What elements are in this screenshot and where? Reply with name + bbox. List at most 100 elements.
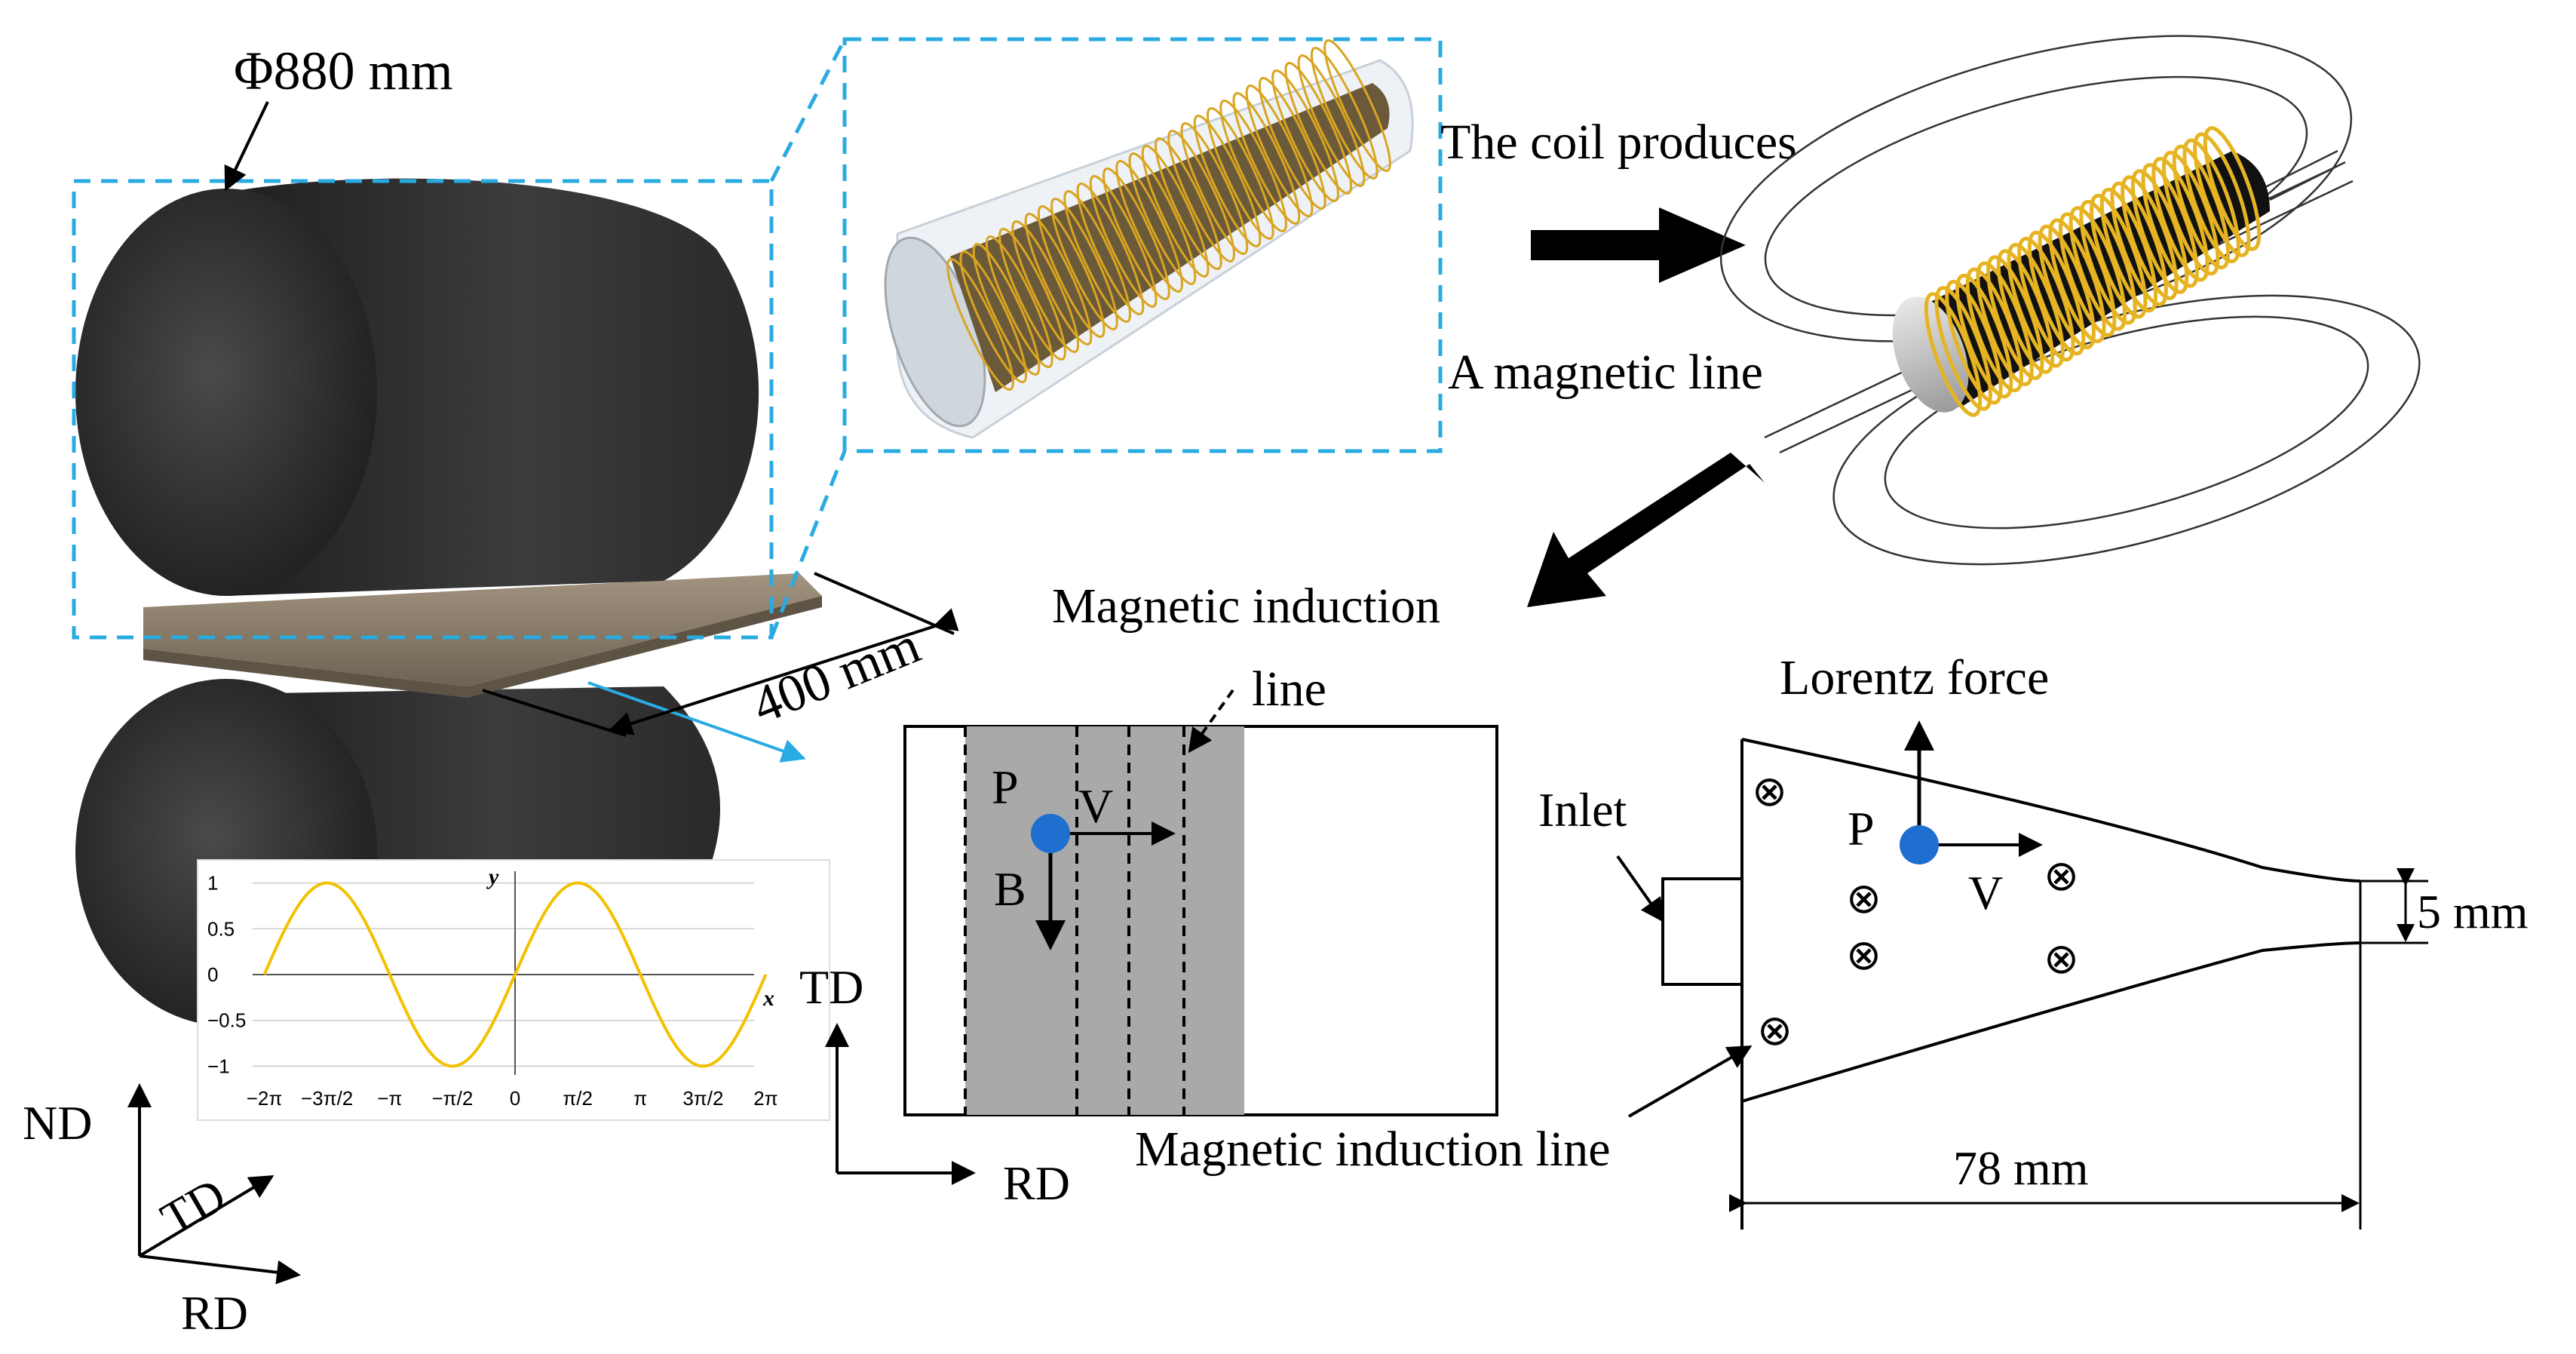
sine-x-tick-label: 0 xyxy=(510,1087,520,1110)
sine-x-tick-label: −3π/2 xyxy=(301,1087,353,1110)
axis-td-label: TD xyxy=(152,1168,235,1246)
plan-induction-leader xyxy=(1188,689,1234,754)
coil-produces-label: The coil produces xyxy=(1440,115,1797,170)
main-coil-turns xyxy=(1924,126,2262,417)
metal-strip xyxy=(143,573,822,698)
zoom-connector-bottom xyxy=(769,450,847,638)
coil-turn xyxy=(1050,198,1118,330)
axis-rd-label: RD xyxy=(181,1286,248,1340)
field-into-page-symbol: ⊗ xyxy=(2044,935,2079,982)
coil-turn xyxy=(2130,169,2189,294)
magnetic-line-label: A magnetic line xyxy=(1448,345,1763,400)
plan-induction-lines xyxy=(964,726,1185,1115)
coil-turn xyxy=(985,235,1053,368)
deformation-zone-band xyxy=(965,726,1244,1115)
coil-turn xyxy=(2017,236,2075,362)
coil-turn xyxy=(1141,145,1210,278)
coil-turn xyxy=(2058,212,2117,337)
coil-turn xyxy=(1193,115,1262,247)
sine-x-tick-label: −π xyxy=(377,1087,402,1110)
zoom-connector-top xyxy=(769,38,847,183)
coil-turn xyxy=(1076,183,1145,315)
coil-turn xyxy=(1297,54,1366,187)
coil-turn xyxy=(2203,126,2262,251)
coil-turn xyxy=(972,243,1041,376)
upper-roll-contour xyxy=(1741,738,2361,883)
inlet-label: Inlet xyxy=(1538,783,1627,837)
coil-turn xyxy=(2079,200,2137,325)
inlet-nozzle xyxy=(1661,877,1743,986)
sine-x-tick-label: −2π xyxy=(247,1087,283,1110)
gap-label: 5 mm xyxy=(2417,885,2528,938)
plan-induction-label-line1: Magnetic induction xyxy=(1052,579,1440,634)
side-velocity-label: V xyxy=(1968,866,2003,920)
coil-turn xyxy=(2193,132,2251,257)
coil-turn xyxy=(1102,167,1170,300)
plan-particle-label: P xyxy=(992,760,1019,814)
coil-turn xyxy=(1024,213,1093,345)
big-arrow-right xyxy=(1531,207,1746,283)
field-into-page-symbol: ⊗ xyxy=(2044,852,2079,899)
coil-turn xyxy=(2182,138,2240,264)
length-label: 78 mm xyxy=(1953,1141,2089,1195)
coil-turn xyxy=(1180,122,1249,255)
coil-turn xyxy=(2162,150,2220,276)
coil-turn xyxy=(2038,224,2096,350)
inlet-leader xyxy=(1616,855,1665,923)
coil-turn xyxy=(2110,181,2168,307)
coil-turn xyxy=(1167,130,1235,263)
sine-x-tick-label: π/2 xyxy=(563,1087,593,1110)
coil-turn xyxy=(1955,273,2013,399)
bottom-induction-label: Magnetic induction line xyxy=(1135,1122,1611,1177)
plan-td-label: TD xyxy=(799,960,863,1014)
sine-x-tick-label: 2π xyxy=(753,1087,777,1110)
coil-turn xyxy=(1063,190,1132,323)
coil-turn xyxy=(2068,206,2127,331)
sine-y-tick-label: 0 xyxy=(207,963,218,986)
side-particle-p xyxy=(1900,825,1939,864)
coil-with-field-lines xyxy=(1719,35,2421,566)
sine-x-axis-label: x xyxy=(762,986,774,1011)
side-view-diagram: Inlet Lorentz force P V ⊗ ⊗ ⊗ ⊗ ⊗ ⊗ 5 mm… xyxy=(1538,650,2528,1230)
axes-3d: ND TD RD xyxy=(23,1083,301,1340)
coil-turn xyxy=(1934,286,1992,411)
big-arrow-down-left xyxy=(1527,453,1765,607)
plan-induction-label-line2: line xyxy=(1252,662,1326,717)
lorentz-force-label: Lorentz force xyxy=(1780,650,2049,705)
coil-turn xyxy=(1945,279,2003,405)
zoom-box xyxy=(842,37,1443,453)
roll-cutaway-zoom xyxy=(842,37,1443,453)
plan-velocity-label: V xyxy=(1078,779,1113,833)
sine-y-tick-label: −0.5 xyxy=(207,1009,246,1032)
coil-turn xyxy=(2090,193,2148,319)
coil-turn xyxy=(1011,220,1080,353)
sine-x-tick-label: 3π/2 xyxy=(682,1087,723,1110)
plan-particle-p xyxy=(1031,814,1070,853)
field-into-page-symbol: ⊗ xyxy=(1846,931,1881,978)
roll-diameter-leader xyxy=(224,101,269,192)
sine-x-tick-label: −π/2 xyxy=(431,1087,473,1110)
sine-y-axis-label: y xyxy=(486,864,499,889)
coil-turn xyxy=(1976,261,2034,386)
coil-turn xyxy=(1115,160,1183,293)
coil-turn xyxy=(959,250,1028,383)
side-particle-label: P xyxy=(1848,802,1875,855)
plan-view-diagram: Magnetic induction line P V B TD RD Magn… xyxy=(799,579,1611,1210)
coil-turn xyxy=(1206,107,1274,240)
coil-turn xyxy=(1245,84,1314,217)
coil-turn xyxy=(2121,175,2179,300)
coil-turn xyxy=(2099,187,2158,313)
coil-turn xyxy=(998,228,1066,361)
coil-turn xyxy=(1996,249,2055,374)
coil-turn xyxy=(2007,243,2065,368)
upper-roll xyxy=(75,178,759,596)
coil-turn xyxy=(1310,47,1378,180)
coil-turn xyxy=(2048,218,2106,343)
sine-y-tick-label: 0.5 xyxy=(207,917,235,940)
coil-turn xyxy=(946,258,1014,391)
coil-turn xyxy=(1965,267,2023,393)
coil-turn xyxy=(1155,137,1222,270)
sine-curve xyxy=(262,881,768,1068)
